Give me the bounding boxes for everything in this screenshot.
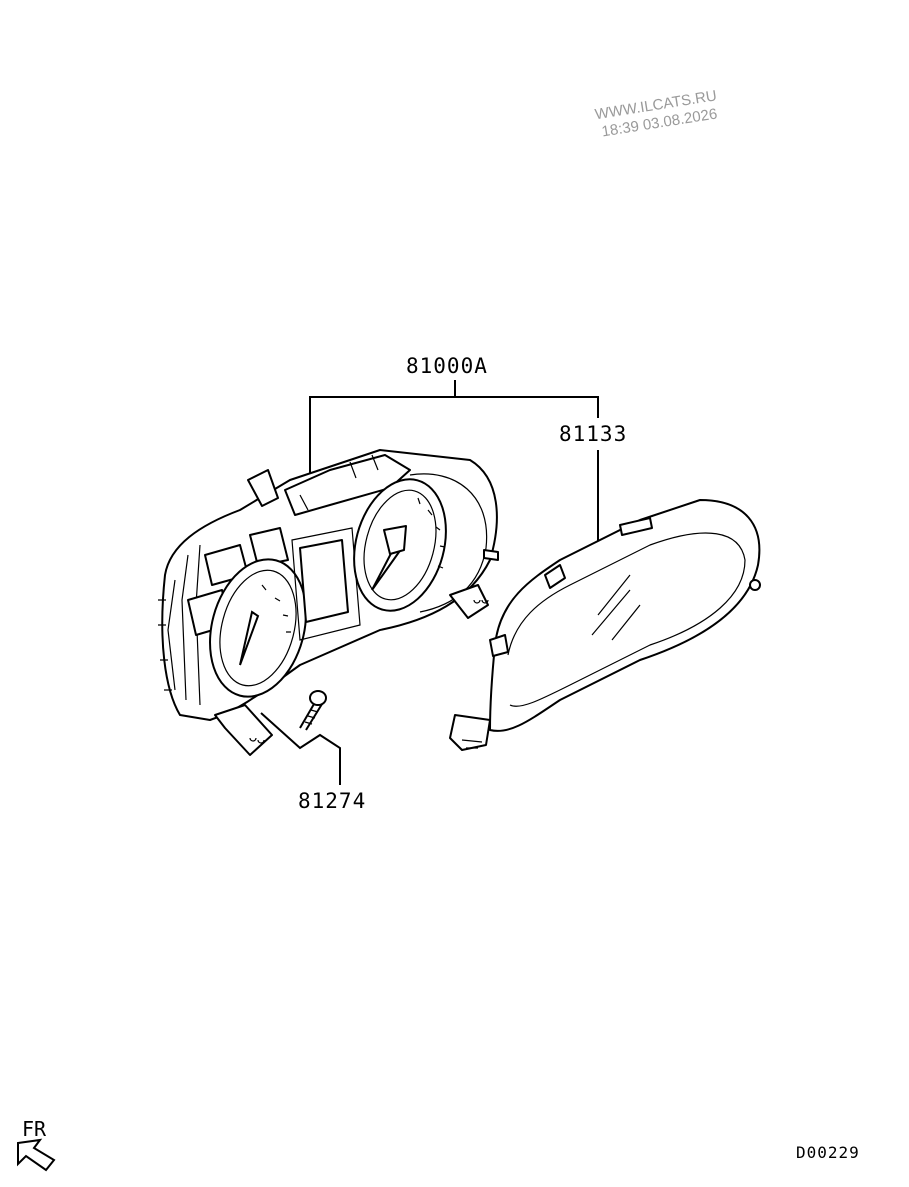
- callout-81274[interactable]: 81274: [298, 789, 366, 813]
- front-direction-indicator: FR: [17, 1117, 56, 1172]
- callout-81000A[interactable]: 81000A: [406, 354, 488, 378]
- meter-lens[interactable]: [449, 499, 761, 751]
- callout-81133[interactable]: 81133: [559, 422, 627, 446]
- watermark: WWW.ILCATS.RU 18:39 03.08.2026: [594, 87, 719, 140]
- combination-meter-assembly[interactable]: [158, 449, 499, 756]
- callout-leaders: [260, 380, 599, 785]
- direction-label: FR: [22, 1117, 47, 1141]
- screw[interactable]: [299, 690, 327, 731]
- arrow-front-icon: [17, 1138, 56, 1172]
- diagram-code: D00229: [796, 1143, 860, 1162]
